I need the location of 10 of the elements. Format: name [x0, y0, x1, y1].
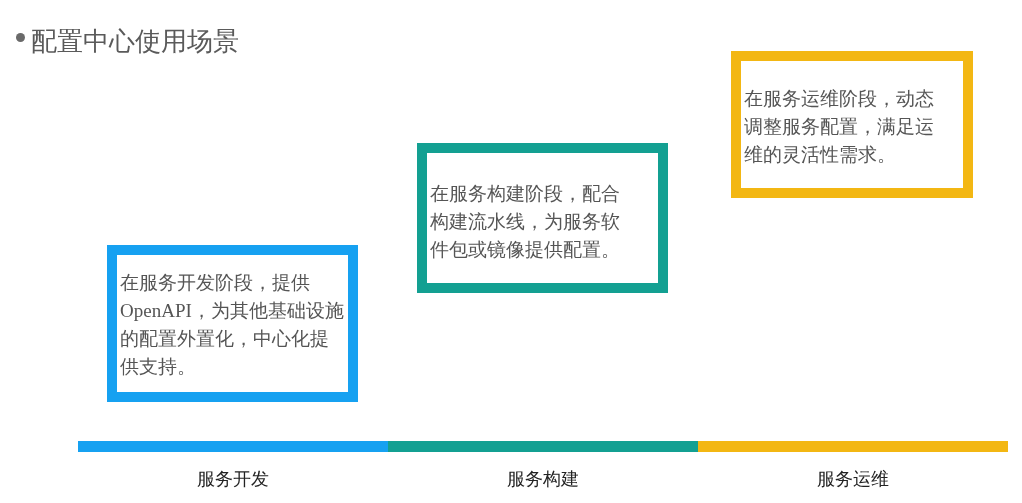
stage-box — [417, 143, 668, 293]
description-text: 在服务构建阶段，配合构建流水线，为服务软件包或镜像提供配置。 — [430, 182, 621, 262]
description-text: 在服务运维阶段，动态调整服务配置，满足运维的灵活性需求。 — [744, 87, 935, 167]
description-text: 在服务开发阶段，提供OpenAPI，为其他基础设施的配置外置化，中心化提供支持。 — [120, 271, 344, 379]
stage-box — [731, 51, 973, 198]
stage-box — [107, 245, 358, 402]
title: 配置中心使用场景 — [31, 25, 239, 58]
stage-label: 服务运维 — [817, 467, 889, 491]
stage-label: 服务构建 — [507, 467, 579, 491]
stage-label: 服务开发 — [197, 467, 269, 491]
